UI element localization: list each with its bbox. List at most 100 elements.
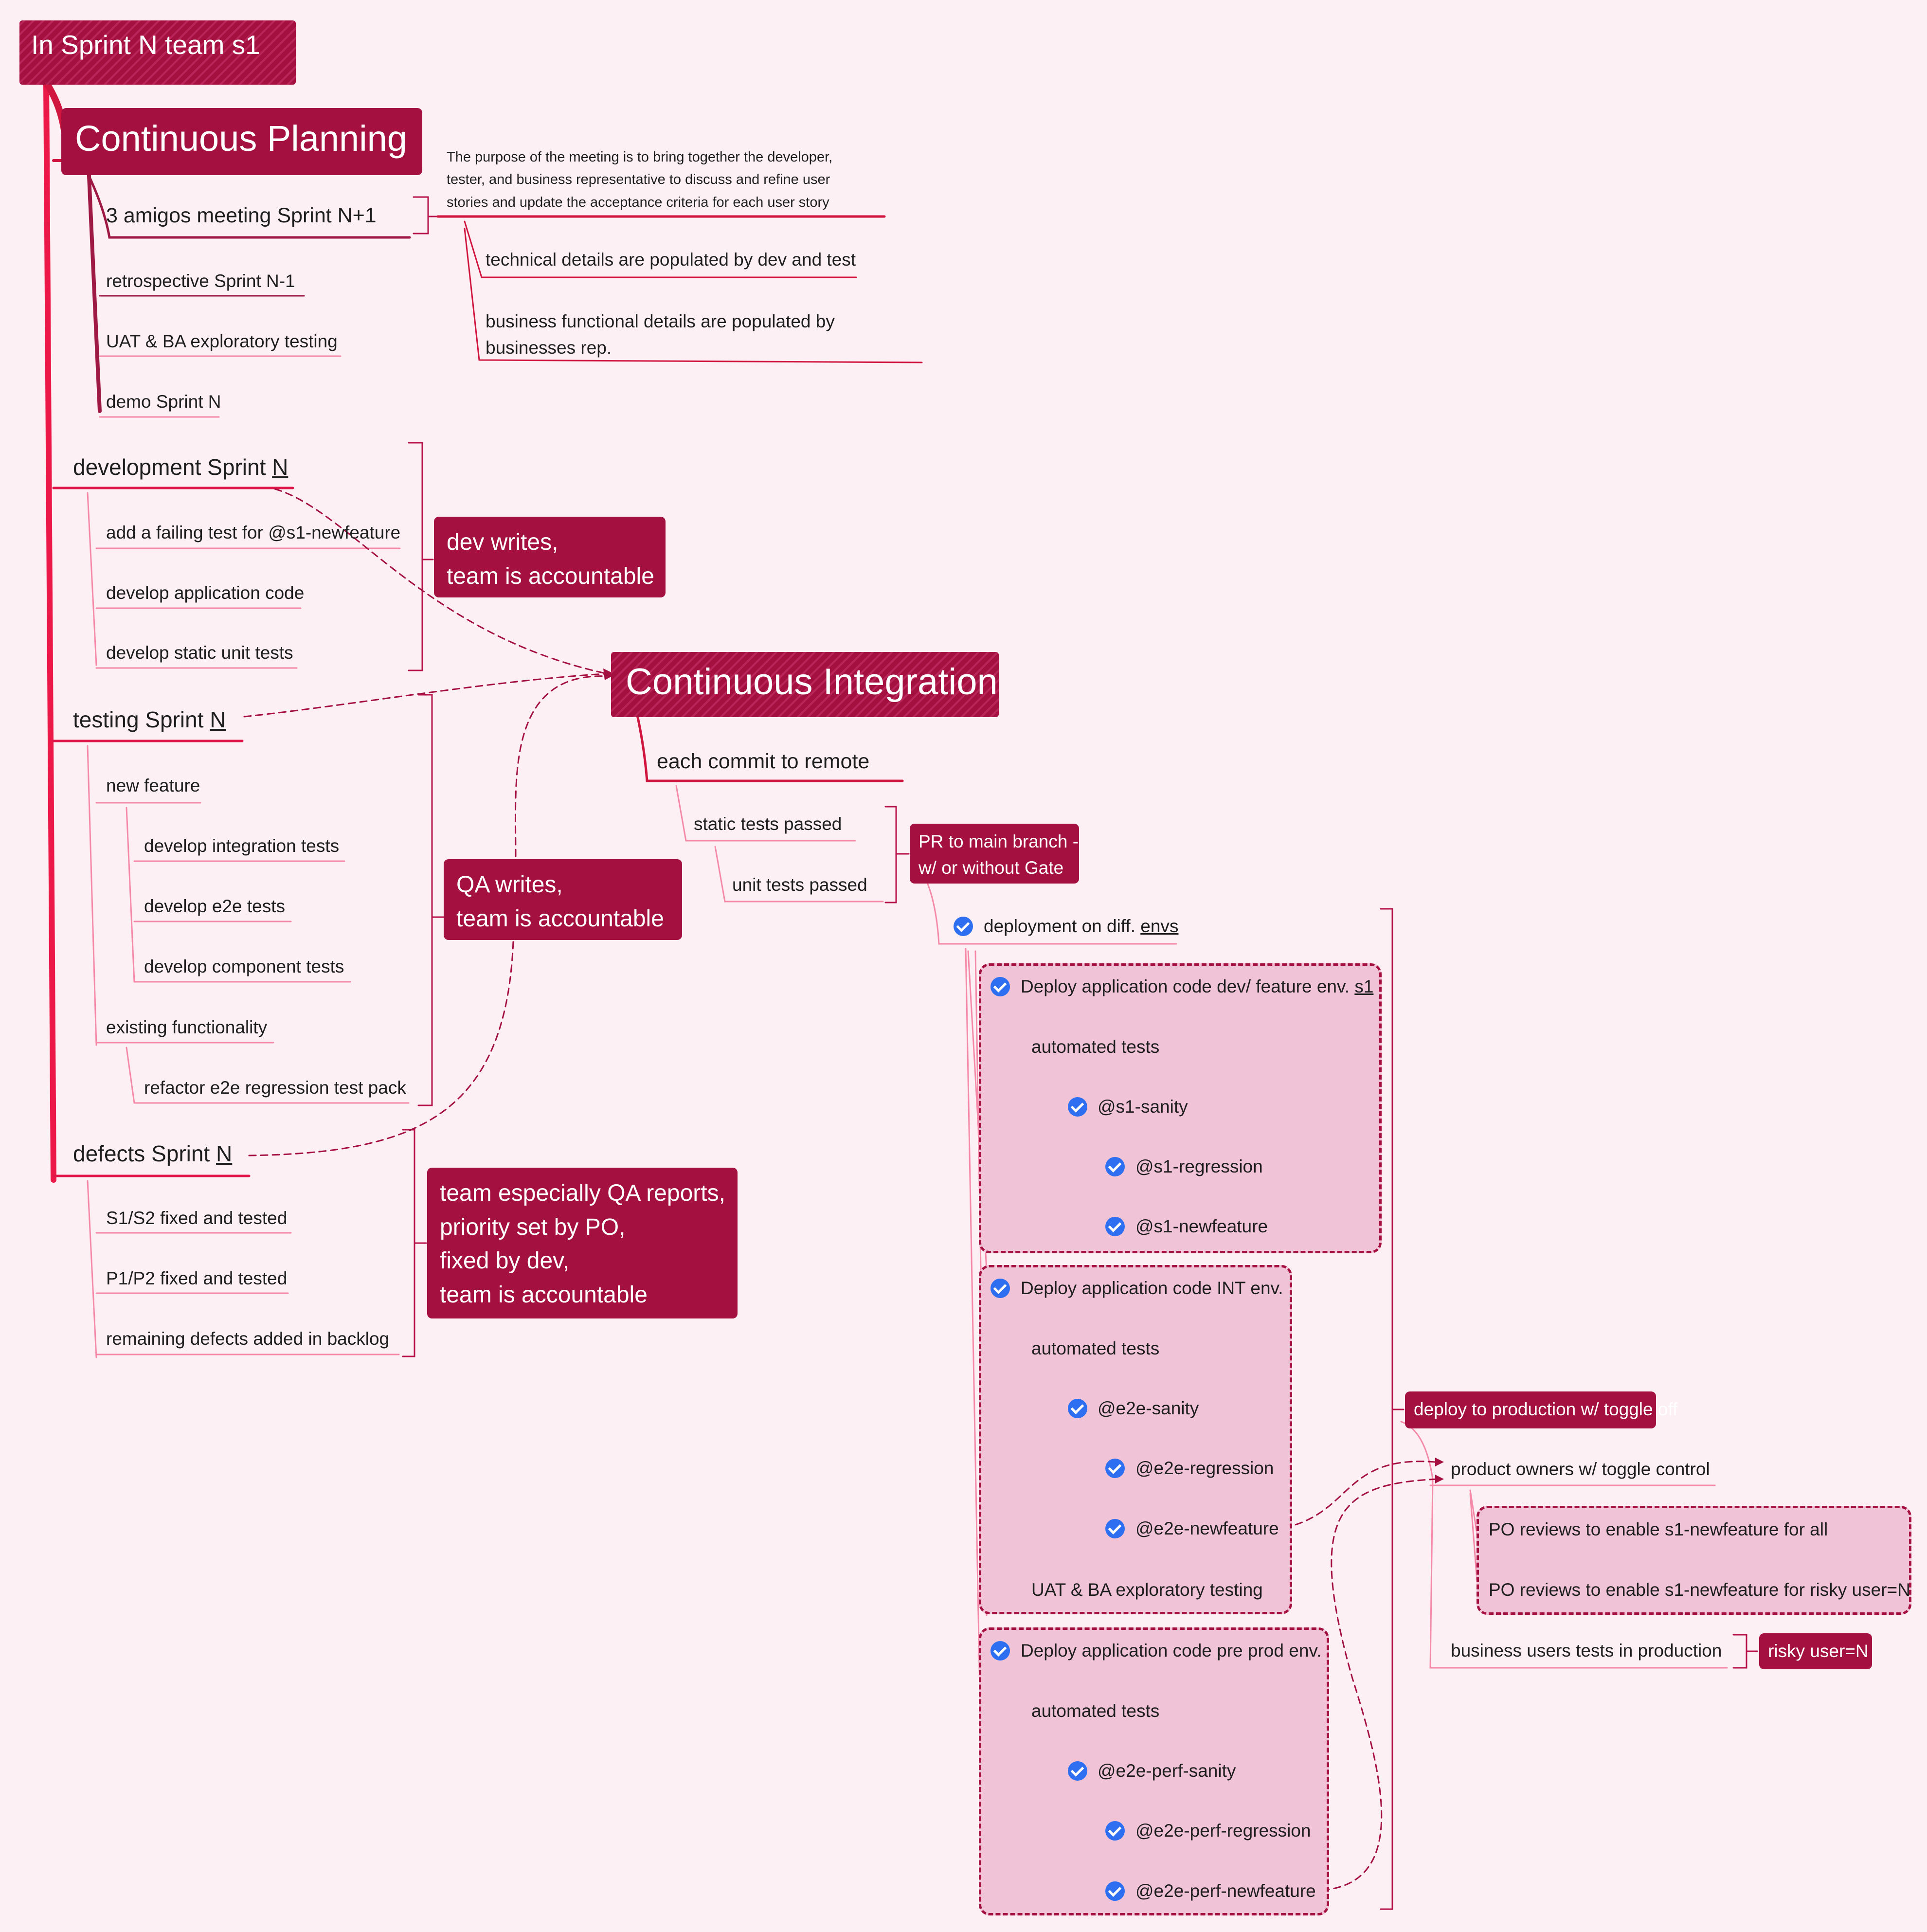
existing-functionality-node[interactable]: existing functionality — [106, 1017, 268, 1037]
business-details-node[interactable]: business functional details are populate… — [486, 308, 835, 361]
refactor-regression-node[interactable]: refactor e2e regression test pack — [144, 1078, 406, 1098]
e2e-sanity-node[interactable]: @e2e-sanity — [1098, 1398, 1199, 1418]
e2e-perf-newfeature-node[interactable]: @e2e-perf-newfeature — [1135, 1881, 1316, 1901]
amigos-meeting-node[interactable]: 3 amigos meeting Sprint N+1 — [106, 204, 377, 227]
static-tests-node[interactable]: static tests passed — [694, 814, 842, 834]
preprod-automated-tests-node[interactable]: automated tests — [1031, 1701, 1160, 1721]
int-uat-node[interactable]: UAT & BA exploratory testing — [1031, 1580, 1263, 1600]
technical-details-node[interactable]: technical details are populated by dev a… — [486, 250, 856, 270]
pr-line-2: w/ or without Gate — [918, 857, 1064, 878]
s1-regression-check-icon — [1105, 1157, 1125, 1176]
e2e-newfeature-check-icon — [1105, 1519, 1125, 1538]
dev-writes-callout[interactable]: dev writes, team is accountable — [434, 517, 666, 597]
int-env-group — [979, 1265, 1292, 1614]
deployment-check-icon — [954, 917, 973, 936]
product-owners-node[interactable]: product owners w/ toggle control — [1451, 1459, 1710, 1479]
develop-app-code-node[interactable]: develop application code — [106, 583, 305, 603]
unit-tests-node[interactable]: unit tests passed — [732, 875, 867, 895]
deploy-dev-title: Deploy application code dev/ feature env… — [1021, 976, 1355, 996]
risky-user-label: risky user=N — [1768, 1641, 1869, 1661]
deploy-dev-node[interactable]: Deploy application code dev/ feature env… — [1021, 976, 1373, 997]
risky-user-node[interactable]: risky user=N — [1759, 1633, 1872, 1669]
note-line-3: stories and update the acceptance criter… — [447, 194, 829, 210]
continuous-planning-title: Continuous Planning — [75, 118, 407, 159]
continuous-integration-title: Continuous Integration — [626, 661, 998, 703]
new-feature-node[interactable]: new feature — [106, 776, 200, 795]
s1-sanity-check-icon — [1068, 1097, 1087, 1117]
each-commit-node[interactable]: each commit to remote — [657, 750, 870, 773]
root-node[interactable]: In Sprint N team s1 — [19, 20, 296, 85]
po-reviews-group — [1477, 1506, 1911, 1615]
pr-line-1: PR to main branch - — [918, 831, 1079, 851]
deploy-preprod-check-icon — [991, 1641, 1010, 1661]
s1-sanity-node[interactable]: @s1-sanity — [1098, 1097, 1188, 1117]
dev-callout-line-1: dev writes, — [447, 529, 558, 555]
retrospective-node[interactable]: retrospective Sprint N-1 — [106, 271, 295, 291]
defects-callout[interactable]: team especially QA reports, priority set… — [427, 1168, 738, 1318]
po-review-all-node[interactable]: PO reviews to enable s1-newfeature for a… — [1489, 1519, 1828, 1539]
integration-tests-node[interactable]: develop integration tests — [144, 836, 340, 856]
develop-unit-tests-node[interactable]: develop static unit tests — [106, 643, 293, 663]
deploy-dev-check-icon — [991, 977, 1010, 996]
testing-title: testing Sprint — [73, 707, 210, 732]
defects-callout-line-3: fixed by dev, — [440, 1248, 569, 1274]
s1-newfeature-node[interactable]: @s1-newfeature — [1135, 1216, 1268, 1236]
e2e-newfeature-node[interactable]: @e2e-newfeature — [1135, 1518, 1279, 1538]
e2e-sanity-check-icon — [1068, 1399, 1087, 1418]
failing-test-node[interactable]: add a failing test for @s1-newfeature — [106, 523, 401, 542]
defects-title-n: N — [216, 1141, 233, 1166]
development-title-n: N — [272, 454, 288, 480]
e2e-perf-sanity-node[interactable]: @e2e-perf-sanity — [1098, 1761, 1236, 1781]
e2e-perf-regression-check-icon — [1105, 1821, 1125, 1841]
dev-automated-tests-node[interactable]: automated tests — [1031, 1037, 1160, 1057]
deployment-label: deployment on diff. — [984, 916, 1141, 936]
e2e-tests-node[interactable]: develop e2e tests — [144, 896, 286, 916]
deployment-envs-underlined: envs — [1140, 916, 1179, 936]
development-sprint-node[interactable]: development Sprint N — [73, 454, 288, 481]
business-details-line-1: business functional details are populate… — [486, 311, 835, 331]
defects-sprint-node[interactable]: defects Sprint N — [73, 1140, 232, 1167]
pr-main-branch-node[interactable]: PR to main branch - w/ or without Gate — [910, 824, 1079, 884]
development-title: development Sprint — [73, 454, 272, 480]
remaining-defects-node[interactable]: remaining defects added in backlog — [106, 1329, 390, 1349]
qa-writes-callout[interactable]: QA writes, team is accountable — [444, 859, 682, 940]
business-users-tests-node[interactable]: business users tests in production — [1451, 1641, 1722, 1661]
qa-callout-line-2: team is accountable — [456, 905, 664, 932]
deployment-envs-node[interactable]: deployment on diff. envs — [984, 916, 1178, 937]
preprod-env-group — [979, 1627, 1329, 1915]
s1s2-defects-node[interactable]: S1/S2 fixed and tested — [106, 1208, 288, 1228]
qa-callout-line-1: QA writes, — [456, 872, 563, 898]
dev-callout-line-2: team is accountable — [447, 563, 654, 589]
dev-env-group — [979, 963, 1382, 1253]
int-automated-tests-node[interactable]: automated tests — [1031, 1338, 1160, 1358]
deploy-dev-env-name: s1 — [1354, 976, 1374, 996]
defects-title: defects Sprint — [73, 1141, 216, 1166]
continuous-planning-node[interactable]: Continuous Planning — [61, 108, 422, 175]
defects-callout-line-1: team especially QA reports, — [440, 1180, 725, 1206]
e2e-perf-newfeature-check-icon — [1105, 1881, 1125, 1901]
deploy-int-check-icon — [991, 1279, 1010, 1298]
amigos-meeting-note: The purpose of the meeting is to bring t… — [447, 146, 832, 214]
note-line-2: tester, and business representative to d… — [447, 172, 830, 188]
business-details-line-2: businesses rep. — [486, 337, 612, 358]
note-line-1: The purpose of the meeting is to bring t… — [447, 149, 833, 165]
demo-node[interactable]: demo Sprint N — [106, 392, 221, 412]
uat-ba-node[interactable]: UAT & BA exploratory testing — [106, 331, 338, 351]
deploy-production-node[interactable]: deploy to production w/ toggle off — [1405, 1391, 1678, 1428]
deploy-int-node[interactable]: Deploy application code INT env. — [1021, 1278, 1283, 1298]
deploy-preprod-node[interactable]: Deploy application code pre prod env. — [1021, 1641, 1322, 1661]
deploy-production-title: deploy to production w/ toggle off — [1414, 1399, 1678, 1419]
e2e-perf-regression-node[interactable]: @e2e-perf-regression — [1135, 1821, 1311, 1841]
continuous-integration-node[interactable]: Continuous Integration — [611, 652, 999, 717]
root-title: In Sprint N team s1 — [31, 30, 260, 60]
e2e-regression-check-icon — [1105, 1459, 1125, 1478]
component-tests-node[interactable]: develop component tests — [144, 957, 344, 976]
testing-sprint-node[interactable]: testing Sprint N — [73, 706, 226, 733]
e2e-regression-node[interactable]: @e2e-regression — [1135, 1458, 1274, 1478]
testing-title-n: N — [210, 707, 226, 732]
e2e-perf-sanity-check-icon — [1068, 1761, 1087, 1781]
s1-regression-node[interactable]: @s1-regression — [1135, 1156, 1263, 1176]
po-review-risky-node[interactable]: PO reviews to enable s1-newfeature for r… — [1489, 1580, 1910, 1600]
p1p2-defects-node[interactable]: P1/P2 fixed and tested — [106, 1268, 288, 1288]
